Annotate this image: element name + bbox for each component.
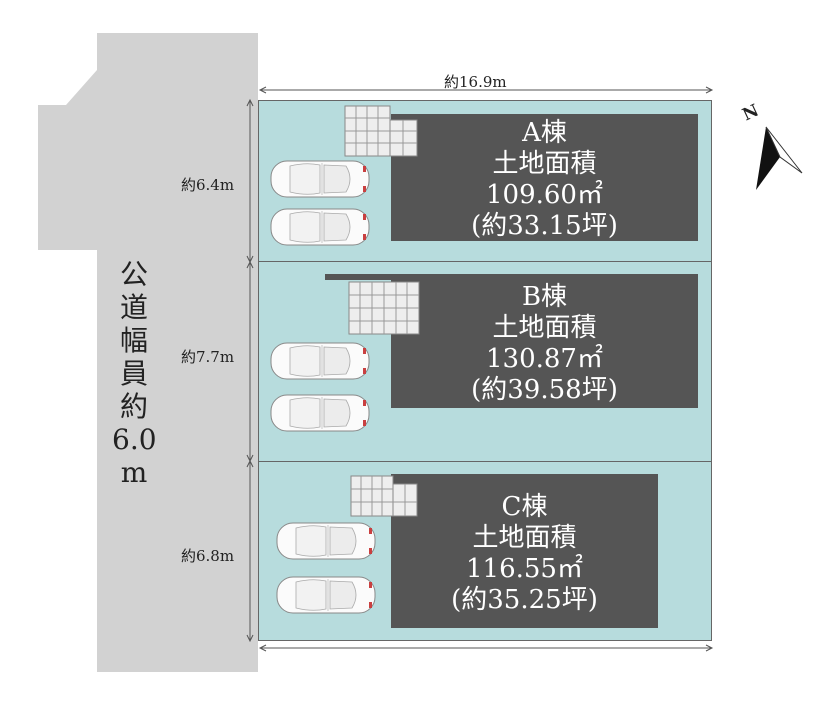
road-label-char: m xyxy=(120,456,148,489)
area-sqm: 116.55㎡ xyxy=(466,554,583,584)
building-b: B棟 土地面積 130.87㎡ (約39.58坪) xyxy=(391,274,698,408)
porch-tile-icon xyxy=(350,475,418,517)
width-dimension: 約16.9m xyxy=(444,73,507,91)
area-sqm: 130.87㎡ xyxy=(486,344,603,374)
area-label: 土地面積 xyxy=(492,313,597,343)
area-tsubo: (約39.58坪) xyxy=(471,375,618,405)
building-name: B棟 xyxy=(521,282,568,312)
lot-b-depth: 約7.7m xyxy=(181,348,235,366)
area-tsubo: (約33.15坪) xyxy=(471,211,618,241)
road-label-char: 約 xyxy=(119,390,148,423)
building-a: A棟 土地面積 109.60㎡ (約33.15坪) xyxy=(391,114,698,241)
road-label-char: 員 xyxy=(119,357,148,390)
porch-tile-icon xyxy=(348,281,420,335)
road-label-char: 6.0 xyxy=(112,423,157,456)
road-label-char: 幅 xyxy=(119,324,148,357)
compass-icon xyxy=(756,126,803,190)
road-label-char: 道 xyxy=(119,291,148,324)
area-label: 土地面積 xyxy=(472,523,577,553)
area-tsubo: (約35.25坪) xyxy=(451,585,598,615)
area-label: 土地面積 xyxy=(492,149,597,179)
lot-c-depth: 約6.8m xyxy=(181,547,235,565)
building-name: A棟 xyxy=(522,118,567,148)
road-width-label: 公 道 幅 員 約 6.0 m xyxy=(112,258,157,489)
porch-tile-icon xyxy=(344,105,418,157)
road-label-char: 公 xyxy=(119,258,148,291)
building-c: C棟 土地面積 116.55㎡ (約35.25坪) xyxy=(391,474,658,628)
lot-a-depth: 約6.4m xyxy=(181,176,235,194)
area-sqm: 109.60㎡ xyxy=(486,180,603,210)
building-name: C棟 xyxy=(501,492,548,522)
